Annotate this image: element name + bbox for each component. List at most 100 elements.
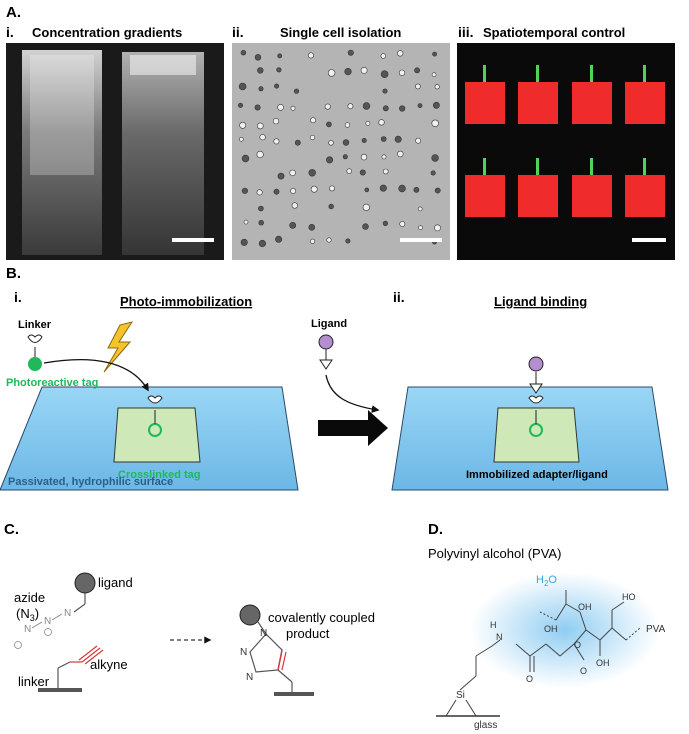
cell-dot: [257, 67, 264, 74]
svg-text:OH: OH: [578, 602, 592, 612]
cell-dot: [240, 238, 248, 246]
pattern-square: [572, 175, 612, 217]
cell-dot: [277, 53, 283, 59]
cell-dot: [382, 220, 389, 226]
cell-dot: [290, 188, 296, 194]
azide-label: azide: [14, 590, 45, 605]
cell-dot: [360, 153, 368, 161]
cell-dot: [431, 154, 439, 162]
cell-dot: [310, 117, 316, 124]
cell-dot: [431, 72, 437, 77]
cell-dot: [326, 237, 332, 243]
cell-dot: [272, 118, 280, 125]
pattern-stem: [643, 65, 646, 84]
cell-image: [232, 43, 450, 260]
cell-dot: [276, 67, 282, 73]
cell-dot: [347, 49, 354, 56]
panel-b-ii-title: Ligand binding: [494, 294, 587, 309]
triazole-ring: N N N: [240, 628, 314, 696]
gradient-image: [6, 43, 224, 260]
cell-dot: [256, 189, 263, 196]
cell-dot: [324, 103, 331, 110]
cell-dot: [382, 168, 389, 175]
azide-formula: (N3): [16, 606, 39, 623]
cell-dot: [361, 138, 367, 144]
ligand-label: Ligand: [311, 318, 347, 330]
cell-dot: [417, 206, 423, 212]
cell-dot: [241, 154, 250, 163]
pattern-stem: [483, 65, 486, 84]
cell-dot: [362, 223, 369, 230]
cell-dot: [328, 203, 334, 210]
cell-dot: [258, 239, 267, 248]
cell-dot: [342, 154, 348, 160]
panel-b-label: B.: [6, 265, 21, 282]
cell-dot: [277, 172, 285, 180]
cell-dot: [434, 84, 440, 90]
cell-dot: [414, 67, 420, 74]
panel-b-i-num: i.: [14, 289, 22, 305]
cell-dot: [382, 105, 389, 112]
pattern-square: [625, 82, 665, 124]
cell-dot: [431, 119, 439, 128]
cell-dot: [291, 202, 298, 209]
panel-a-ii-num: ii.: [232, 24, 244, 40]
cell-dot: [256, 150, 264, 159]
pattern-stem: [643, 158, 646, 177]
pattern-square: [625, 175, 665, 217]
cell-dot: [365, 121, 371, 126]
cell-dot: [362, 102, 371, 110]
linker-adapter-icon: [27, 334, 43, 343]
scale-bar: [632, 238, 666, 242]
cell-dot: [380, 136, 387, 142]
cell-dot: [380, 70, 389, 78]
cell-dot: [346, 168, 352, 174]
svg-text:OH: OH: [596, 658, 610, 668]
pattern-stem: [536, 65, 539, 84]
cell-dot: [326, 121, 332, 128]
cell-dot: [342, 139, 350, 146]
cell-dot: [243, 219, 249, 225]
immobilized-label: Immobilized adapter/ligand: [466, 469, 608, 481]
cell-dot: [294, 139, 301, 146]
water-glow: [470, 572, 660, 688]
svg-text:N: N: [64, 608, 71, 619]
cell-dot: [399, 221, 406, 227]
svg-text:N: N: [246, 672, 253, 683]
ligand-adapter-icon: [319, 359, 333, 370]
cell-dot: [434, 187, 441, 194]
panel-c-label: C.: [4, 521, 19, 538]
pattern-stem: [483, 158, 486, 177]
pattern-square: [465, 82, 505, 124]
cell-dot: [418, 225, 423, 230]
alkyne-label: alkyne: [90, 657, 128, 672]
cell-dot: [256, 122, 264, 130]
svg-text:PVA: PVA: [646, 624, 666, 635]
svg-text:N: N: [496, 632, 503, 642]
cell-dot: [381, 154, 387, 160]
svg-text:N: N: [24, 624, 31, 635]
panel-d-title: Polyvinyl alcohol (PVA): [428, 546, 561, 561]
cell-dot: [382, 88, 388, 94]
product-line1: covalently coupled: [268, 610, 375, 625]
cell-dot: [241, 187, 248, 194]
cell-dot: [379, 184, 387, 192]
cell-dot: [238, 102, 244, 108]
cell-dot: [273, 188, 280, 195]
cell-dot: [344, 122, 351, 128]
cell-dot: [309, 134, 316, 141]
azide-group: N N N: [14, 608, 71, 649]
cell-dot: [258, 220, 264, 226]
cell-dot: [239, 137, 244, 142]
cell-dot: [413, 186, 420, 193]
pattern-square: [518, 82, 558, 124]
cell-dot: [240, 49, 247, 56]
pattern-square: [572, 82, 612, 124]
product-ligand-icon: [239, 604, 261, 626]
cell-dot: [345, 238, 351, 244]
svg-text:OH: OH: [544, 624, 558, 634]
svg-text:N: N: [260, 628, 267, 639]
cell-dot: [274, 83, 280, 89]
panel-d-label: D.: [428, 521, 443, 538]
